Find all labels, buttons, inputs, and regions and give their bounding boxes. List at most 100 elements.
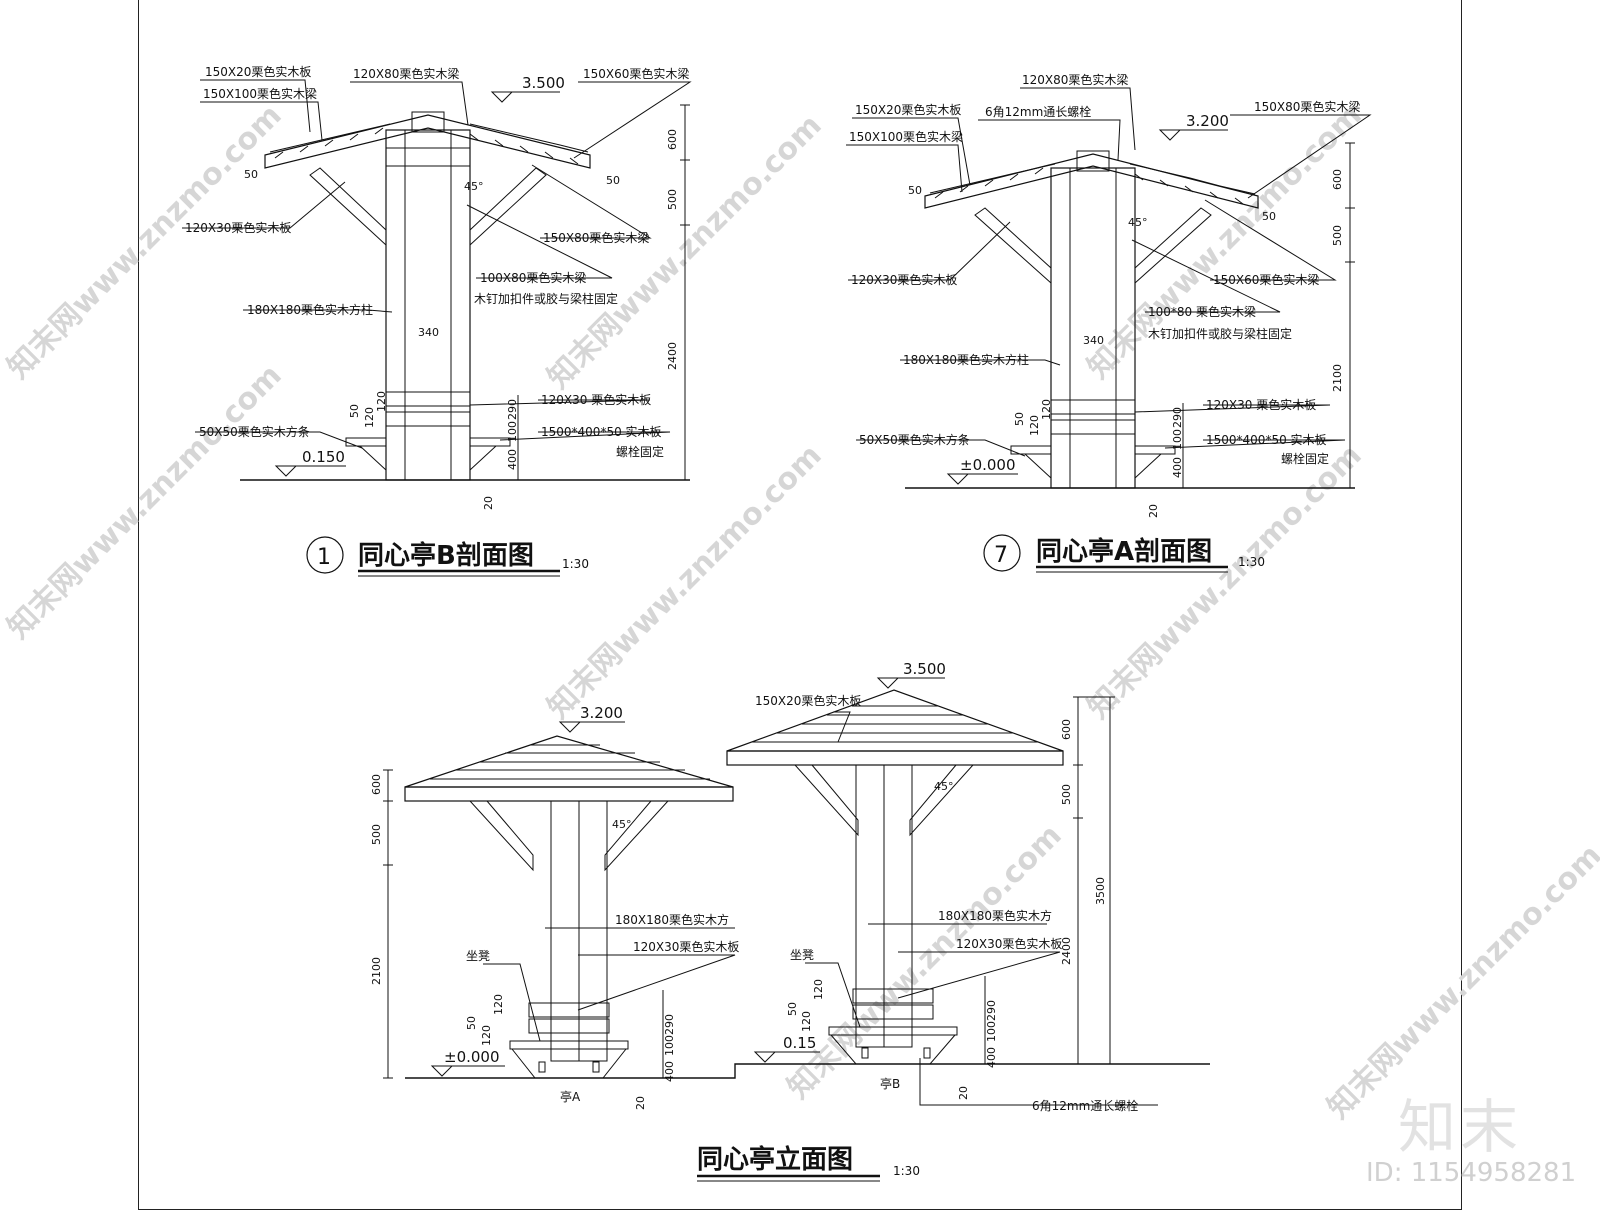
b-label: 120X80栗色实木梁 <box>353 66 459 81</box>
elev-a-dim: 20 <box>634 1096 647 1110</box>
section-a-text: 120X80栗色实木梁 6角12mm通长螺栓 150X20栗色实木板 150X1… <box>849 72 1360 573</box>
brand-watermark: 知末 <box>1398 1093 1523 1161</box>
elev-b-dim: 290 <box>985 1000 998 1021</box>
b-label: 150X80栗色实木梁 <box>543 230 649 245</box>
elev-b-dim: 100 <box>985 1021 998 1042</box>
a-label: 120X30 栗色实木板 <box>1206 397 1316 412</box>
sheet-frame <box>138 0 1462 1210</box>
b-label: 1500*400*50 实木板 <box>541 424 662 439</box>
a-dim: 120 <box>1040 399 1053 420</box>
elev-a-dim: 120 <box>492 994 505 1015</box>
b-number: 1 <box>317 545 331 570</box>
a-label: 120X80栗色实木梁 <box>1022 72 1128 87</box>
b-scale: 1:30 <box>562 557 589 571</box>
a-label: 100*80 栗色实木梁 <box>1148 304 1256 319</box>
elev-a-dim: 2100 <box>370 957 383 985</box>
elev-a-label: 180X180栗色实木方 <box>615 912 729 927</box>
b-dim: 2400 <box>666 342 679 370</box>
a-dim: 50 <box>1262 210 1276 223</box>
a-scale: 1:30 <box>1238 555 1265 569</box>
elev-b-dim: 2400 <box>1060 937 1073 965</box>
elev-a-dim: 600 <box>370 774 383 795</box>
elev-a-dim: 120 <box>480 1025 493 1046</box>
elev-a-base: ±0.000 <box>444 1048 500 1066</box>
a-label: 180X180栗色实木方柱 <box>903 352 1029 367</box>
elevation-drawing <box>383 677 1210 1106</box>
a-dim: 400 <box>1171 457 1184 478</box>
elev-b-base: 0.15 <box>783 1034 816 1052</box>
b-label: 120X30 栗色实木板 <box>541 392 651 407</box>
elev-b-dim: 45° <box>934 780 954 793</box>
section-a-drawing <box>846 87 1372 489</box>
b-dim: 120 <box>363 407 376 428</box>
a-label: 6角12mm通长螺栓 <box>985 104 1091 119</box>
b-label: 150X60栗色实木梁 <box>583 66 689 81</box>
a-label: 150X80栗色实木梁 <box>1254 99 1360 114</box>
b-label: 木钉加扣件或胶与梁柱固定 <box>474 291 618 306</box>
a-number-circle <box>983 534 1021 572</box>
section-b-text: 150X20栗色实木板 150X100栗色实木梁 120X80栗色实木梁 150… <box>185 64 689 577</box>
id-watermark: ID: 1154958281 <box>1366 1158 1577 1188</box>
a-label: 150X60栗色实木梁 <box>1213 272 1319 287</box>
a-dim: 500 <box>1331 225 1344 246</box>
elev-a-dim: 50 <box>465 1016 478 1030</box>
elev-a-dim: 290 <box>663 1014 676 1035</box>
a-dim: 290 <box>1171 407 1184 428</box>
elev-b-top: 3.500 <box>903 660 946 678</box>
b-title: 同心亭B剖面图 <box>358 540 534 571</box>
watermark: 知末网www.znzmo.com <box>1081 438 1369 726</box>
elev-b-dim: 120 <box>812 979 825 1000</box>
elev-b-label: 坐凳 <box>790 947 814 962</box>
b-label: 螺栓固定 <box>616 444 664 459</box>
elev-a-dim: 400 <box>663 1061 676 1082</box>
elev-b-dim: 600 <box>1060 719 1073 740</box>
b-label: 180X180栗色实木方柱 <box>247 302 373 317</box>
elev-b-dim: 20 <box>957 1086 970 1100</box>
b-elevation-top: 3.500 <box>522 74 565 92</box>
a-dim: 50 <box>1013 412 1026 426</box>
b-dim: 290 <box>506 399 519 420</box>
b-label: 50X50栗色实木方条 <box>199 424 310 439</box>
b-dim: 100 <box>506 421 519 442</box>
b-number-circle <box>306 536 344 574</box>
b-label: 100X80栗色实木梁 <box>480 270 586 285</box>
b-dim: 500 <box>666 189 679 210</box>
elevation-scale: 1:30 <box>893 1164 920 1178</box>
b-label: 150X100栗色实木梁 <box>203 86 317 101</box>
elev-b-dim: 400 <box>985 1047 998 1068</box>
a-dim: 45° <box>1128 216 1148 229</box>
a-dim: 20 <box>1147 504 1160 518</box>
a-dim: 50 <box>908 184 922 197</box>
watermark: 知末网www.znzmo.com <box>1 98 289 386</box>
elev-b-dim: 120 <box>800 1011 813 1032</box>
b-label: 150X20栗色实木板 <box>205 64 311 79</box>
elev-b-label: 180X180栗色实木方 <box>938 908 1052 923</box>
elev-b-label: 6角12mm通长螺栓 <box>1032 1098 1138 1113</box>
elevation-title: 同心亭立面图 <box>697 1144 853 1175</box>
pavilion-a-tag: 亭A <box>560 1089 581 1104</box>
section-b-drawing <box>182 79 692 481</box>
elev-a-dim: 500 <box>370 824 383 845</box>
b-dim: 50 <box>606 174 620 187</box>
elev-a-label: 坐凳 <box>466 948 490 963</box>
watermark: 知末网www.znzmo.com <box>1 358 289 646</box>
b-dim: 400 <box>506 449 519 470</box>
b-dim: 50 <box>244 168 258 181</box>
watermark: 知末网www.znzmo.com <box>1081 98 1369 386</box>
pavilion-b-tag: 亭B <box>880 1076 900 1091</box>
a-dim: 100 <box>1171 429 1184 450</box>
a-dim: 120 <box>1028 415 1041 436</box>
a-number: 7 <box>994 543 1008 568</box>
a-title: 同心亭A剖面图 <box>1036 536 1212 567</box>
a-dim: 600 <box>1331 169 1344 190</box>
b-dim: 340 <box>418 326 439 339</box>
b-dim: 45° <box>464 180 484 193</box>
elev-b-label: 120X30栗色实木板 <box>956 936 1062 951</box>
elev-b-dim: 500 <box>1060 784 1073 805</box>
watermark: 知末网www.znzmo.com <box>541 438 829 726</box>
a-elevation-base: ±0.000 <box>960 456 1016 474</box>
elev-b-dim: 3500 <box>1094 877 1107 905</box>
b-dim: 600 <box>666 129 679 150</box>
